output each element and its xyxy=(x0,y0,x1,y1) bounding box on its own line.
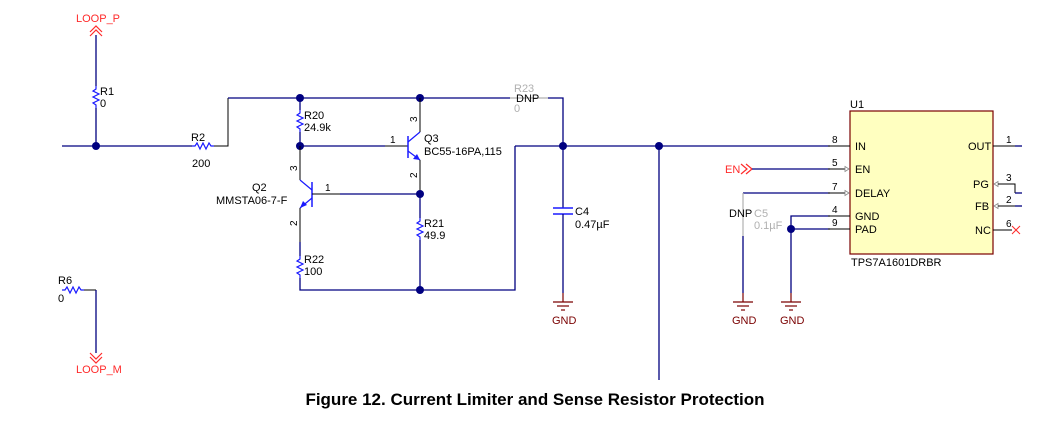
u1-pin-name: DELAY xyxy=(855,188,891,200)
u1-pin-name: PAD xyxy=(855,224,877,236)
ground-symbol: GND xyxy=(780,293,805,327)
r20-value: 24.9k xyxy=(304,122,331,134)
u1-pin-number: 1 xyxy=(1006,135,1012,146)
r21-value: 49.9 xyxy=(424,230,445,242)
c4-ref: C4 xyxy=(575,206,589,218)
capacitor-c4[interactable]: C4 0.47µF xyxy=(553,206,610,231)
wire xyxy=(214,98,229,147)
en-net-label: EN xyxy=(725,163,753,176)
u1-part: TPS7A1601DRBR xyxy=(851,257,942,269)
wire xyxy=(548,97,564,146)
gnd-label: GND xyxy=(780,315,805,327)
no-connect-icon xyxy=(1011,225,1021,235)
u1-body xyxy=(849,110,994,255)
en-text: EN xyxy=(725,164,740,176)
q2-base-pin-number: 1 xyxy=(325,183,331,194)
u1-pin-number: 4 xyxy=(832,205,838,216)
r20-ref: R20 xyxy=(304,110,324,122)
resistor-r20[interactable]: R20 24.9k xyxy=(295,110,331,134)
loop-p-text: LOOP_P xyxy=(76,13,120,25)
ic-u1[interactable]: U1 TPS7A1601DRBR 8 IN 5 EN 7 DELAY 4 GND… xyxy=(828,99,1022,269)
r23-ref: R23 xyxy=(514,83,534,95)
c5-ref: C5 xyxy=(754,208,768,220)
ground-symbol: GND xyxy=(552,293,577,327)
resistor-r23-dnp[interactable]: R23 DNP 0 xyxy=(510,83,548,115)
q3-base-pin-number: 1 xyxy=(390,135,396,146)
gnd-label: GND xyxy=(732,315,757,327)
u1-pin-number: 5 xyxy=(832,158,838,169)
r1-ref: R1 xyxy=(100,86,114,98)
r23-value: 0 xyxy=(514,103,520,115)
loop-m-arrow-icon xyxy=(89,352,103,364)
u1-pin-number: 2 xyxy=(1006,195,1012,206)
u1-pin-number: 7 xyxy=(832,182,838,193)
loop-p-arrow-icon xyxy=(89,25,103,37)
resistor-r21[interactable]: R21 49.9 xyxy=(415,218,445,242)
resistor-r6[interactable]: R6 0 xyxy=(58,275,84,305)
q3-collector-pin-number: 3 xyxy=(409,116,420,122)
figure-caption: Figure 12. Current Limiter and Sense Res… xyxy=(305,390,765,409)
resistor-r1[interactable]: R1 0 xyxy=(91,86,114,110)
r21-ref: R21 xyxy=(424,218,444,230)
u1-pin-name: IN xyxy=(855,141,866,153)
r22-ref: R22 xyxy=(304,254,324,266)
wire xyxy=(790,215,830,229)
c5-value: 0.1µF xyxy=(754,220,783,232)
u1-ref: U1 xyxy=(850,99,864,111)
q3-ref: Q3 xyxy=(424,133,439,145)
resistor-r2[interactable]: R2 200 xyxy=(191,132,214,170)
q3-part: BC55-16PA,115 xyxy=(424,146,502,158)
r22-value: 100 xyxy=(304,266,322,278)
r23-dnp: DNP xyxy=(516,93,539,105)
u1-pin-name: OUT xyxy=(968,141,992,153)
c5-dnp: DNP xyxy=(729,208,752,220)
loop-m-net-label: LOOP_M xyxy=(76,352,122,376)
loop-m-text: LOOP_M xyxy=(76,364,122,376)
resistor-r22[interactable]: R22 100 xyxy=(295,254,324,278)
q2-emitter-pin-number: 2 xyxy=(289,220,300,226)
q3-emitter-pin-number: 2 xyxy=(409,172,420,178)
capacitor-c5-dnp[interactable]: DNP C5 0.1µF xyxy=(729,193,783,236)
ground-symbol: GND xyxy=(732,293,757,327)
u1-pin-number: 3 xyxy=(1006,173,1012,184)
loop-p-net-label: LOOP_P xyxy=(76,13,120,37)
u1-pin-name: PG xyxy=(973,179,989,191)
q2-ref: Q2 xyxy=(252,182,267,194)
junction-dot xyxy=(92,142,100,150)
wire xyxy=(299,146,516,291)
gnd-label: GND xyxy=(552,315,577,327)
u1-pin-name: GND xyxy=(855,211,880,223)
q2-collector-pin-number: 3 xyxy=(289,165,300,171)
u1-pin-number: 9 xyxy=(832,218,838,229)
u1-pin-number: 6 xyxy=(1006,219,1012,230)
u1-pin-number: 8 xyxy=(832,135,838,146)
r2-value: 200 xyxy=(192,158,210,170)
u1-pin-name: EN xyxy=(855,164,870,176)
r6-value: 0 xyxy=(58,293,64,305)
q2-part: MMSTA06-7-F xyxy=(216,195,288,207)
r6-ref: R6 xyxy=(58,275,72,287)
r1-value: 0 xyxy=(100,98,106,110)
u1-pin-name: FB xyxy=(975,201,989,213)
en-arrow-icon xyxy=(740,163,753,175)
u1-pin-name: NC xyxy=(975,225,991,237)
transistor-q2[interactable]: Q2 MMSTA06-7-F xyxy=(216,179,313,209)
transistor-q3[interactable]: Q3 BC55-16PA,115 xyxy=(407,131,502,161)
r2-ref: R2 xyxy=(191,132,205,144)
c4-value: 0.47µF xyxy=(575,219,610,231)
